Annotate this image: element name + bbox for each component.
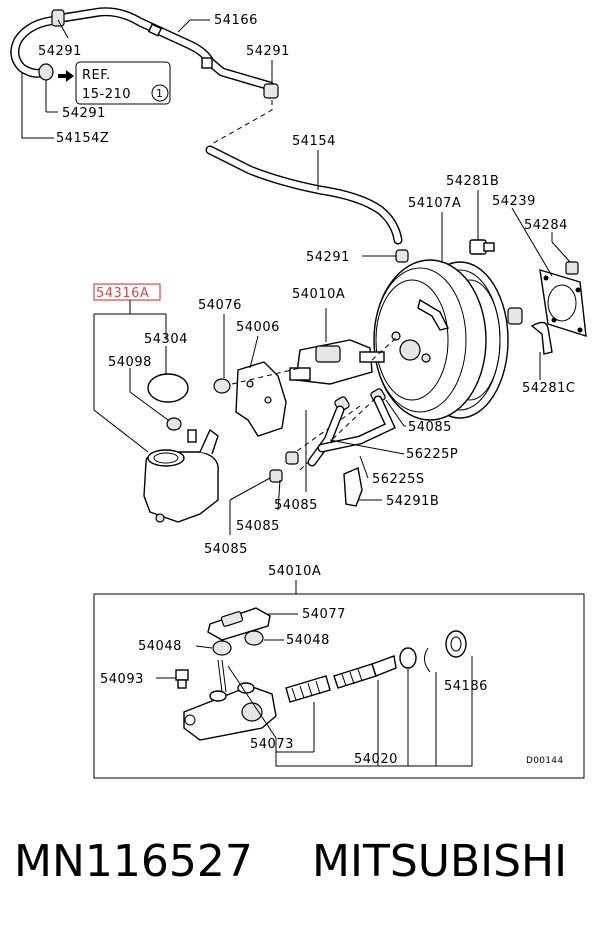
part-number: MN116527 (14, 836, 253, 887)
vacuum-hose-54154 (205, 145, 403, 245)
label-54085-c: 54085 (236, 519, 280, 534)
label-54093: 54093 (100, 672, 144, 687)
grommets-54048 (195, 630, 284, 656)
label-54239: 54239 (492, 194, 536, 209)
exploded-view-box (93, 593, 585, 779)
nut-54076 (213, 314, 231, 394)
label-54048-a: 54048 (138, 639, 182, 654)
bolt-54093 (156, 669, 189, 689)
clip-54281c (530, 321, 553, 380)
label-54291b: 54291B (386, 494, 439, 509)
gasket-plate-54239 (511, 207, 587, 337)
label-54020: 54020 (354, 752, 398, 767)
label-54284: 54284 (524, 218, 568, 233)
hose-clamp (395, 249, 409, 263)
reservoir-cap-54077 (207, 607, 298, 641)
label-54073: 54073 (250, 737, 294, 752)
label-54304: 54304 (144, 332, 188, 347)
label-54048-b: 54048 (286, 633, 330, 648)
label-54107a: 54107A (408, 196, 461, 211)
brand-name: MITSUBISHI (312, 836, 568, 887)
nut-54284 (551, 232, 579, 275)
label-56225s: 56225S (372, 472, 425, 487)
label-54010a-box: 54010A (268, 564, 321, 579)
label-54085-d: 54085 (204, 542, 248, 557)
label-54076: 54076 (198, 298, 242, 313)
piston-springs-54020 (285, 630, 467, 703)
label-54098: 54098 (108, 355, 152, 370)
label-54281b: 54281B (446, 174, 499, 189)
highlight-box-54316a (93, 283, 161, 301)
brake-booster-diagram: REF. 15-210 1 54166 54291 54291 54291 54… (10, 7, 587, 779)
bolt-54281b (469, 190, 495, 255)
reference-box: REF. 15-210 1 (75, 61, 171, 105)
diagram-code: D00144 (526, 756, 563, 766)
label-54291-b: 54291 (246, 44, 290, 59)
label-54291-c: 54291 (62, 106, 106, 121)
label-54010a-top: 54010A (292, 287, 345, 302)
label-54077: 54077 (302, 607, 346, 622)
label-54085-a: 54085 (408, 420, 452, 435)
bracket-54006 (235, 335, 287, 437)
label-54154z: 54154Z (56, 131, 109, 146)
label-56225p: 56225P (406, 447, 458, 462)
label-54166: 54166 (214, 13, 258, 28)
label-54281c: 54281C (522, 381, 575, 396)
dashed-connector-top (209, 100, 273, 146)
vacuum-pipe-assembly (10, 7, 279, 99)
label-54316a: 54316A (96, 286, 149, 301)
label-54291-a: 54291 (38, 44, 82, 59)
footer: MN116527 MITSUBISHI (0, 810, 600, 940)
label-54006: 54006 (236, 320, 280, 335)
label-54291-d: 54291 (306, 250, 350, 265)
ref-circle-number: 1 (156, 87, 164, 100)
ref-line1: REF. (82, 68, 111, 83)
label-54085-b: 54085 (274, 498, 318, 513)
reservoir-assembly (143, 373, 219, 523)
label-54154: 54154 (292, 134, 336, 149)
brake-booster (373, 259, 523, 421)
label-54186: 54186 (444, 679, 488, 694)
top-leaders (21, 19, 273, 139)
clip-54291b (343, 467, 382, 507)
ref-line2: 15-210 (82, 87, 131, 102)
master-cylinder-assembled (289, 308, 385, 385)
master-cylinder-body (183, 659, 277, 741)
brake-pipes (307, 395, 396, 467)
